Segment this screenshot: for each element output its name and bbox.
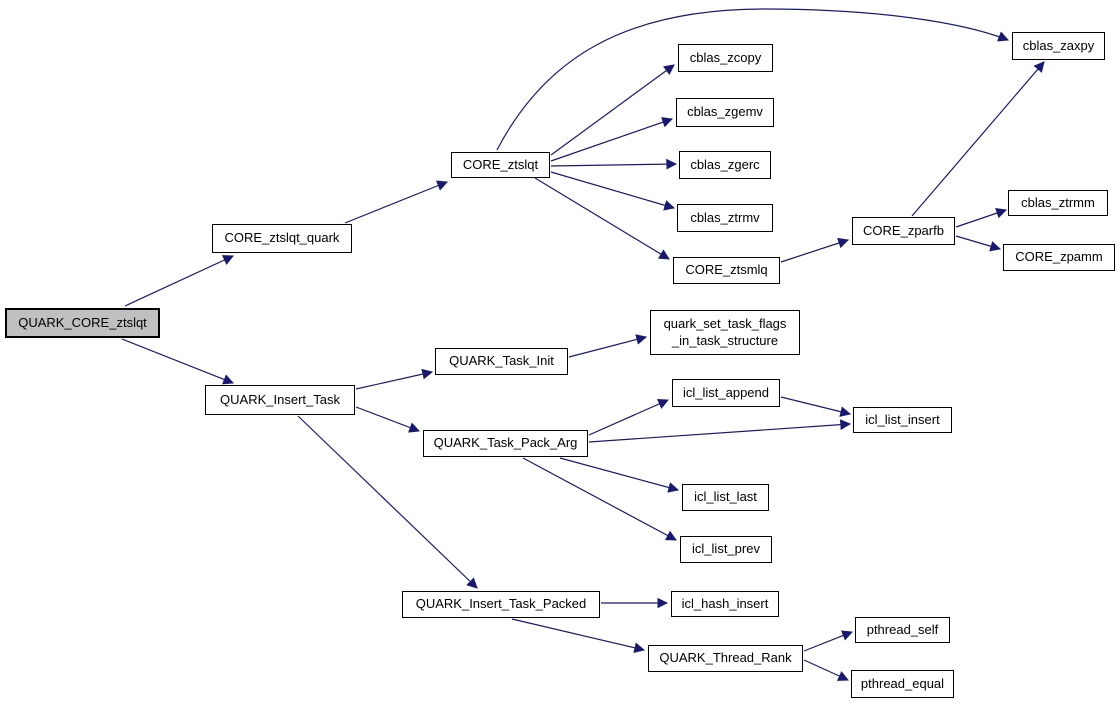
edge-quark-task-init-to-quark-set-task-flags	[568, 334, 648, 358]
edge-core-zparfb-to-cblas-zaxpy	[911, 61, 1045, 217]
node-quark-insert-task[interactable]: QUARK_Insert_Task	[205, 385, 355, 415]
node-quark-task-init[interactable]: QUARK_Task_Init	[435, 348, 568, 375]
edge-core-ztslqt-to-cblas-zgerc	[550, 158, 678, 170]
node-icl-list-prev[interactable]: icl_list_prev	[680, 536, 772, 563]
edge-core-ztslqt-to-cblas-zcopy	[550, 64, 675, 156]
edge-core-ztslqt-to-cblas-zgemv	[550, 117, 674, 162]
node-pthread-equal[interactable]: pthread_equal	[851, 670, 954, 698]
edge-quark-thread-rank-to-pthread-self	[803, 630, 854, 652]
node-cblas-ztrmv[interactable]: cblas_ztrmv	[677, 204, 773, 232]
edge-core-ztsmlq-to-core-zparfb	[780, 237, 850, 263]
node-core-ztslqt-quark[interactable]: CORE_ztslqt_quark	[212, 224, 352, 253]
node-cblas-zgerc[interactable]: cblas_zgerc	[679, 151, 771, 179]
edge-core-ztslqt-to-core-ztsmlq	[534, 177, 670, 260]
node-core-ztslqt[interactable]: CORE_ztslqt	[451, 152, 550, 178]
edge-root-to-core-ztslqt-quark	[124, 255, 234, 307]
edge-core-ztslqt-to-cblas-zaxpy	[496, 8, 1010, 151]
node-icl-list-insert[interactable]: icl_list_insert	[853, 407, 952, 433]
edge-root-to-quark-insert-task	[121, 338, 235, 385]
edge-quark-insert-task-to-quark-insert-task-packed	[297, 415, 478, 589]
node-core-zpamm[interactable]: CORE_zpamm	[1003, 244, 1115, 271]
edge-core-ztslqt-to-cblas-ztrmv	[550, 171, 676, 211]
node-icl-list-last[interactable]: icl_list_last	[682, 484, 769, 511]
node-label-line-1: quark_set_task_flags	[663, 316, 787, 332]
node-quark-set-task-flags-in-task-structure[interactable]: quark_set_task_flags _in_task_structure	[650, 310, 800, 355]
edge-quark-task-pack-arg-to-icl-list-append	[588, 399, 669, 436]
node-cblas-zcopy[interactable]: cblas_zcopy	[678, 44, 773, 72]
edge-quark-thread-rank-to-pthread-equal	[803, 659, 849, 681]
node-cblas-zgemv[interactable]: cblas_zgemv	[676, 98, 774, 127]
edge-core-zparfb-to-cblas-ztrmm	[955, 208, 1008, 228]
edge-quark-insert-task-to-quark-task-init	[355, 368, 434, 390]
node-icl-hash-insert[interactable]: icl_hash_insert	[671, 591, 779, 617]
node-quark-thread-rank[interactable]: QUARK_Thread_Rank	[648, 645, 803, 672]
edge-core-zparfb-to-core-zpamm	[955, 235, 1002, 252]
node-core-ztsmlq[interactable]: CORE_ztsmlq	[673, 257, 780, 284]
node-pthread-self[interactable]: pthread_self	[855, 617, 950, 643]
edge-quark-task-pack-arg-to-icl-list-last	[559, 457, 680, 493]
edge-quark-insert-task-to-quark-task-pack-arg	[355, 406, 421, 433]
node-icl-list-append[interactable]: icl_list_append	[672, 379, 780, 407]
edge-quark-task-pack-arg-to-icl-list-insert	[588, 419, 852, 443]
node-label-line-2: _in_task_structure	[671, 332, 779, 348]
node-cblas-zaxpy[interactable]: cblas_zaxpy	[1012, 32, 1105, 60]
edge-quark-insert-task-packed-to-quark-thread-rank	[511, 618, 646, 654]
node-quark-insert-task-packed[interactable]: QUARK_Insert_Task_Packed	[402, 591, 600, 618]
node-quark-core-ztslqt[interactable]: QUARK_CORE_ztslqt	[5, 308, 160, 338]
edge-quark-task-pack-arg-to-icl-list-prev	[522, 457, 677, 541]
edge-icl-list-append-to-icl-list-insert	[780, 396, 852, 417]
node-quark-task-pack-arg[interactable]: QUARK_Task_Pack_Arg	[423, 430, 588, 457]
edge-core-ztslqt-quark-to-core-ztslqt	[344, 180, 449, 224]
node-core-zparfb[interactable]: CORE_zparfb	[852, 217, 955, 245]
node-cblas-ztrmm[interactable]: cblas_ztrmm	[1008, 190, 1108, 216]
